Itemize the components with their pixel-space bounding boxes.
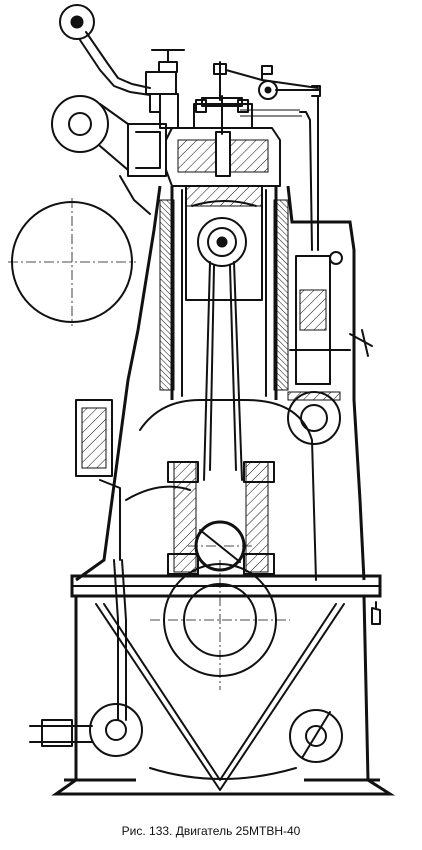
oil-pipe-left [113,559,127,721]
cylinder-cover [165,95,281,187]
bedplate-flange [70,574,382,598]
exhaust-branch [51,95,167,215]
starting-valve [145,49,185,129]
camshaft-right [287,391,341,445]
oil-sump [51,595,396,796]
connecting-rod [203,261,243,481]
crankshaft-web [150,560,290,690]
rocker-arm-gear [213,61,321,101]
handwheel-arm [79,31,151,96]
rocker-pushrod [240,109,302,117]
top-handwheel [59,4,95,40]
fuel-pump [289,251,373,385]
figure-caption: Рис. 133. Двигатель 25МТВН-40 [121,824,301,838]
engine-cross-section-drawing [8,4,396,796]
crankcase-column [125,399,317,581]
piston [185,185,263,301]
pump-control-rod [299,95,319,251]
lubricator [75,399,121,561]
engine-frame-outline [75,185,366,582]
scavenge-air-receiver [8,198,136,326]
cylinder-liner [159,186,289,400]
main-bearing-right [289,709,343,763]
main-bearing-left [29,703,143,757]
drain-valve [371,601,381,625]
